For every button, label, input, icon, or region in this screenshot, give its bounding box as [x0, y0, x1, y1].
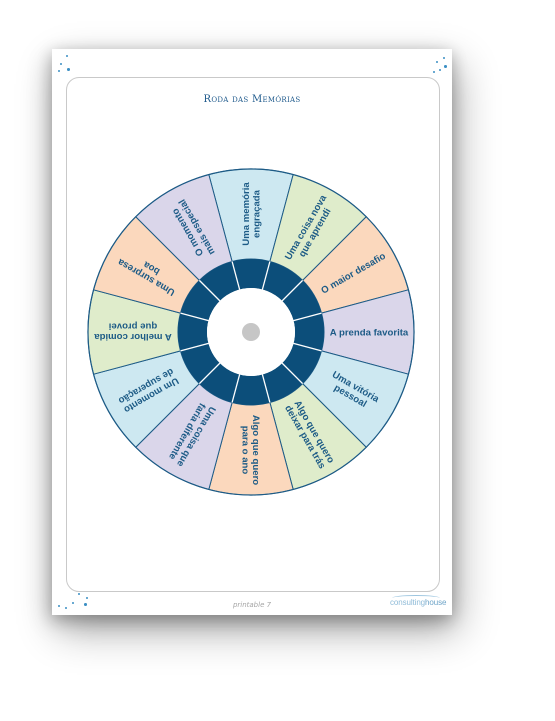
ring-divider	[198, 362, 221, 385]
ring-divider	[261, 261, 271, 290]
logo-swoosh-icon	[392, 595, 440, 601]
wheel-segment-label: Algo que queropara o ano	[239, 415, 261, 485]
decorative-dots-top-right	[432, 57, 448, 75]
wheel-segment-label-line: para o ano	[239, 426, 250, 475]
ring-divider	[231, 261, 241, 290]
ring-divider	[293, 312, 322, 322]
ring-divider	[198, 279, 221, 302]
wheel-segment-label-line: A melhor comida	[94, 331, 172, 342]
consultinghouse-logo: consultinghouse	[390, 595, 446, 607]
wheel-segment-label-line: A prenda favorita	[330, 327, 409, 338]
wheel-center-hub	[242, 323, 260, 341]
wheel-segment-label-line: Algo que quero	[250, 415, 261, 485]
decorative-dots-top-left	[58, 55, 72, 73]
ring-divider	[293, 342, 322, 352]
wheel-segment-label-line: Uma memória	[241, 182, 252, 246]
wheel-segment-label: A prenda favorita	[330, 327, 409, 338]
ring-divider	[231, 374, 241, 403]
page-title: Roda das Memórias	[203, 94, 301, 105]
wheel-segment-label-line: que provei	[109, 320, 158, 331]
ring-divider	[281, 279, 304, 302]
decorative-dots-bottom-left	[56, 593, 92, 610]
wheel-segment-label: A melhor comidaque provei	[94, 320, 172, 342]
wheel-segment-label: Uma memóriaengraçada	[241, 182, 262, 246]
ring-divider	[281, 362, 304, 385]
wheel-dark-ring	[178, 259, 324, 405]
footer-page-label: printable 7	[232, 601, 272, 609]
ring-divider	[180, 312, 209, 322]
wheel-segment-label-line: engraçada	[252, 189, 263, 238]
ring-divider	[180, 342, 209, 352]
ring-divider	[261, 374, 271, 403]
wheel-outer-rim	[87, 168, 415, 496]
